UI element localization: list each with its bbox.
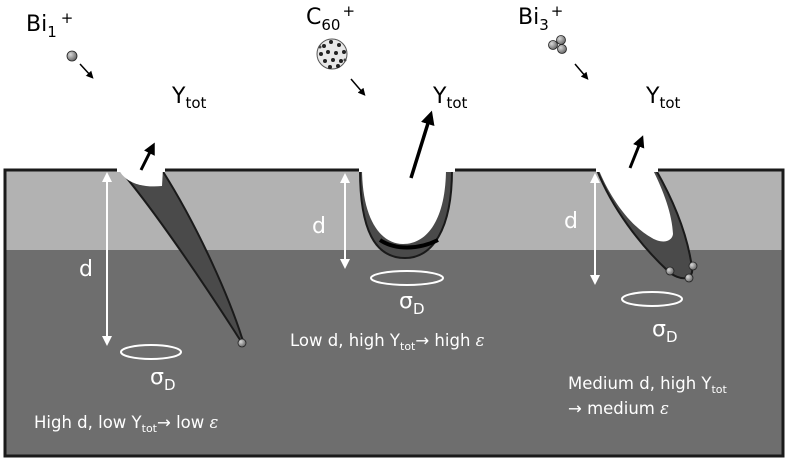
c60-impact xyxy=(316,38,455,286)
c60-crater xyxy=(362,168,446,244)
bi1-incoming-arrow xyxy=(79,63,94,79)
bi3-projectile-label: Bi3+ xyxy=(518,2,563,34)
bi1-sigma-label: σD xyxy=(150,365,176,394)
c60-crater-rim xyxy=(378,238,439,250)
bi3-yield-label: Ytot xyxy=(645,84,681,112)
bi1-deposited-ion xyxy=(237,338,247,348)
bi1-yield-arrow xyxy=(139,142,155,171)
c60-sigma-ellipse xyxy=(370,270,444,286)
bi3-caption-line2: → medium ε xyxy=(568,399,669,418)
bi3-sigma-ellipse xyxy=(621,291,683,307)
bi1-impact xyxy=(66,50,247,360)
bi3-sigma-label: σD xyxy=(652,317,678,346)
c60-caption: Low d, high Ytot→ high ε xyxy=(290,331,485,353)
bi3-deposited-ion-1 xyxy=(665,266,675,276)
bi1-yield-label: Ytot xyxy=(171,84,207,112)
bi1-crater xyxy=(118,168,163,187)
bi3-crater xyxy=(598,168,673,242)
bi1-projectile-label: Bi1+ xyxy=(26,9,73,41)
c60-depth-label: d xyxy=(312,214,326,239)
c60-incoming-arrow xyxy=(350,78,366,96)
c60-fullerene-icon xyxy=(316,38,348,70)
bi3-caption-line1: Medium d, high Ytot xyxy=(568,374,728,396)
c60-yield-label: Ytot xyxy=(432,84,468,112)
bi1-ion-ball xyxy=(66,50,78,62)
bi1-caption: High d, low Ytot→ low ε xyxy=(34,413,219,435)
bi1-sigma-ellipse xyxy=(120,344,182,360)
bi3-deposited-ion-2 xyxy=(688,261,698,271)
bi3-yield-arrow xyxy=(628,135,645,169)
bi3-ion-cluster-icon xyxy=(548,35,567,54)
bi1-depth-label: d xyxy=(79,257,93,282)
c60-sigma-label: σD xyxy=(399,289,425,318)
bi3-depth-label: d xyxy=(564,209,578,234)
bi3-deposited-ion-3 xyxy=(684,273,694,283)
c60-yield-arrow xyxy=(409,110,435,179)
bi3-impact xyxy=(548,35,698,307)
c60-projectile-label: C60+ xyxy=(306,2,355,34)
bi3-incoming-arrow xyxy=(574,63,589,80)
c60-surface-gap xyxy=(359,166,455,172)
bi3-surface-gap xyxy=(596,166,658,172)
